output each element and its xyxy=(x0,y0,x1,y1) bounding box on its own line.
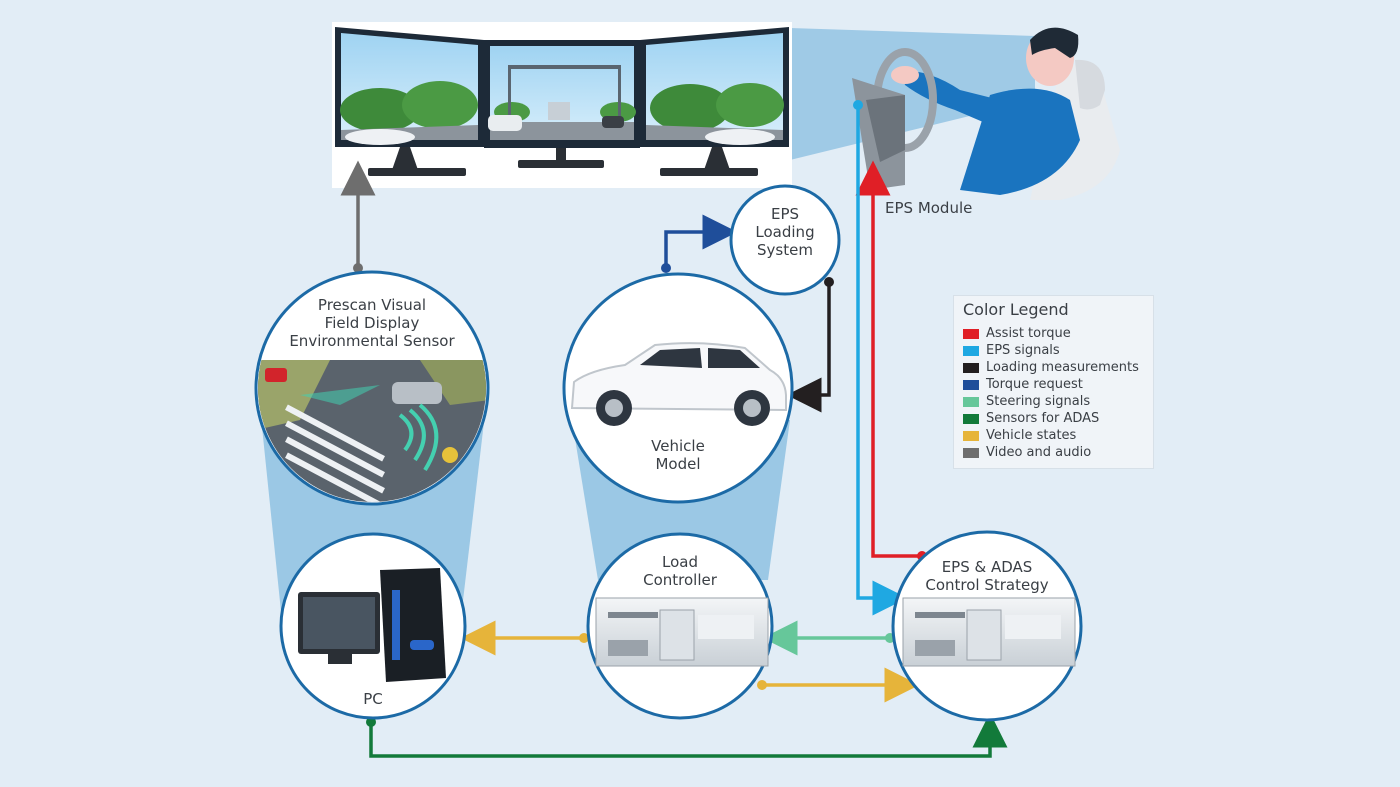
loading-measurements-arrow xyxy=(786,282,831,413)
prescan-line-1: Prescan Visual xyxy=(317,296,427,314)
pc-label: PC xyxy=(363,690,383,708)
legend-label: Steering signals xyxy=(986,394,1091,409)
legend-item: Loading measurements xyxy=(963,359,1139,376)
driver-illustration xyxy=(852,27,1120,200)
legend-item: Sensors for ADAS xyxy=(963,410,1139,427)
legend-label: Sensors for ADAS xyxy=(986,411,1100,426)
legend-swatch xyxy=(963,430,979,441)
eps-adas-label: EPS & ADAS Control Strategy xyxy=(907,558,1067,594)
eps-loading-system-node xyxy=(729,184,841,296)
eps-adas-line-1: EPS & ADAS xyxy=(941,558,1033,576)
prescan-line-3: Environmental Sensor xyxy=(289,332,455,350)
eps-loading-system-label: EPS Loading System xyxy=(735,205,835,259)
car-icon xyxy=(570,342,787,426)
legend-label: Loading measurements xyxy=(986,360,1139,375)
load-controller-node xyxy=(586,532,774,720)
torque-request-arrow xyxy=(664,214,738,272)
connector-dots xyxy=(353,100,927,727)
sensors-adas-arrow xyxy=(369,712,1008,758)
vehicle-model-line-1: Vehicle xyxy=(651,437,705,455)
legend-item: Assist torque xyxy=(963,325,1139,342)
legend-title: Color Legend xyxy=(963,300,1069,319)
legend-swatch xyxy=(963,328,979,339)
legend-item: Vehicle states xyxy=(963,427,1139,444)
monitor-view-beam xyxy=(790,28,1035,160)
vehicle-model-line-2: Model xyxy=(655,455,701,473)
assist-torque-arrow xyxy=(855,160,922,558)
pc-node xyxy=(279,532,467,720)
load-controller-line-1: Load xyxy=(662,553,698,571)
legend-swatch xyxy=(963,345,979,356)
triple-monitor-display xyxy=(332,22,792,188)
legend-swatch xyxy=(963,396,979,407)
eps-loading-line-1: EPS xyxy=(770,205,800,223)
vehicle-model-node xyxy=(562,272,794,504)
legend-swatch xyxy=(963,379,979,390)
prescan-line-2: Field Display xyxy=(324,314,420,332)
legend-swatch xyxy=(963,413,979,424)
legend-item: EPS signals xyxy=(963,342,1139,359)
eps-loading-line-2: Loading xyxy=(755,223,815,241)
legend-list: Assist torque EPS signals Loading measur… xyxy=(963,325,1139,461)
legend-label: EPS signals xyxy=(986,343,1060,358)
legend-item: Steering signals xyxy=(963,393,1139,410)
connectors xyxy=(340,105,1008,758)
legend-item: Video and audio xyxy=(963,444,1139,461)
prescan-label: Prescan Visual Field Display Environment… xyxy=(272,296,472,350)
eps-adas-control-node xyxy=(891,530,1083,722)
legend-item: Torque request xyxy=(963,376,1139,393)
load-controller-line-2: Controller xyxy=(643,571,717,589)
eps-module-label: EPS Module xyxy=(885,199,973,217)
vehicle-model-label: Vehicle Model xyxy=(628,437,728,473)
eps-signals-arrow xyxy=(856,105,908,616)
eps-adas-line-2: Control Strategy xyxy=(925,576,1049,594)
load-controller-label: Load Controller xyxy=(620,553,740,589)
legend-swatch xyxy=(963,362,979,373)
legend-label: Video and audio xyxy=(986,445,1092,460)
eps-loading-line-3: System xyxy=(757,241,813,259)
legend-label: Torque request xyxy=(986,377,1083,392)
legend-swatch xyxy=(963,447,979,458)
legend-label: Vehicle states xyxy=(986,428,1077,443)
color-legend: Color Legend Assist torque EPS signals L… xyxy=(953,295,1154,469)
legend-label: Assist torque xyxy=(986,326,1071,341)
